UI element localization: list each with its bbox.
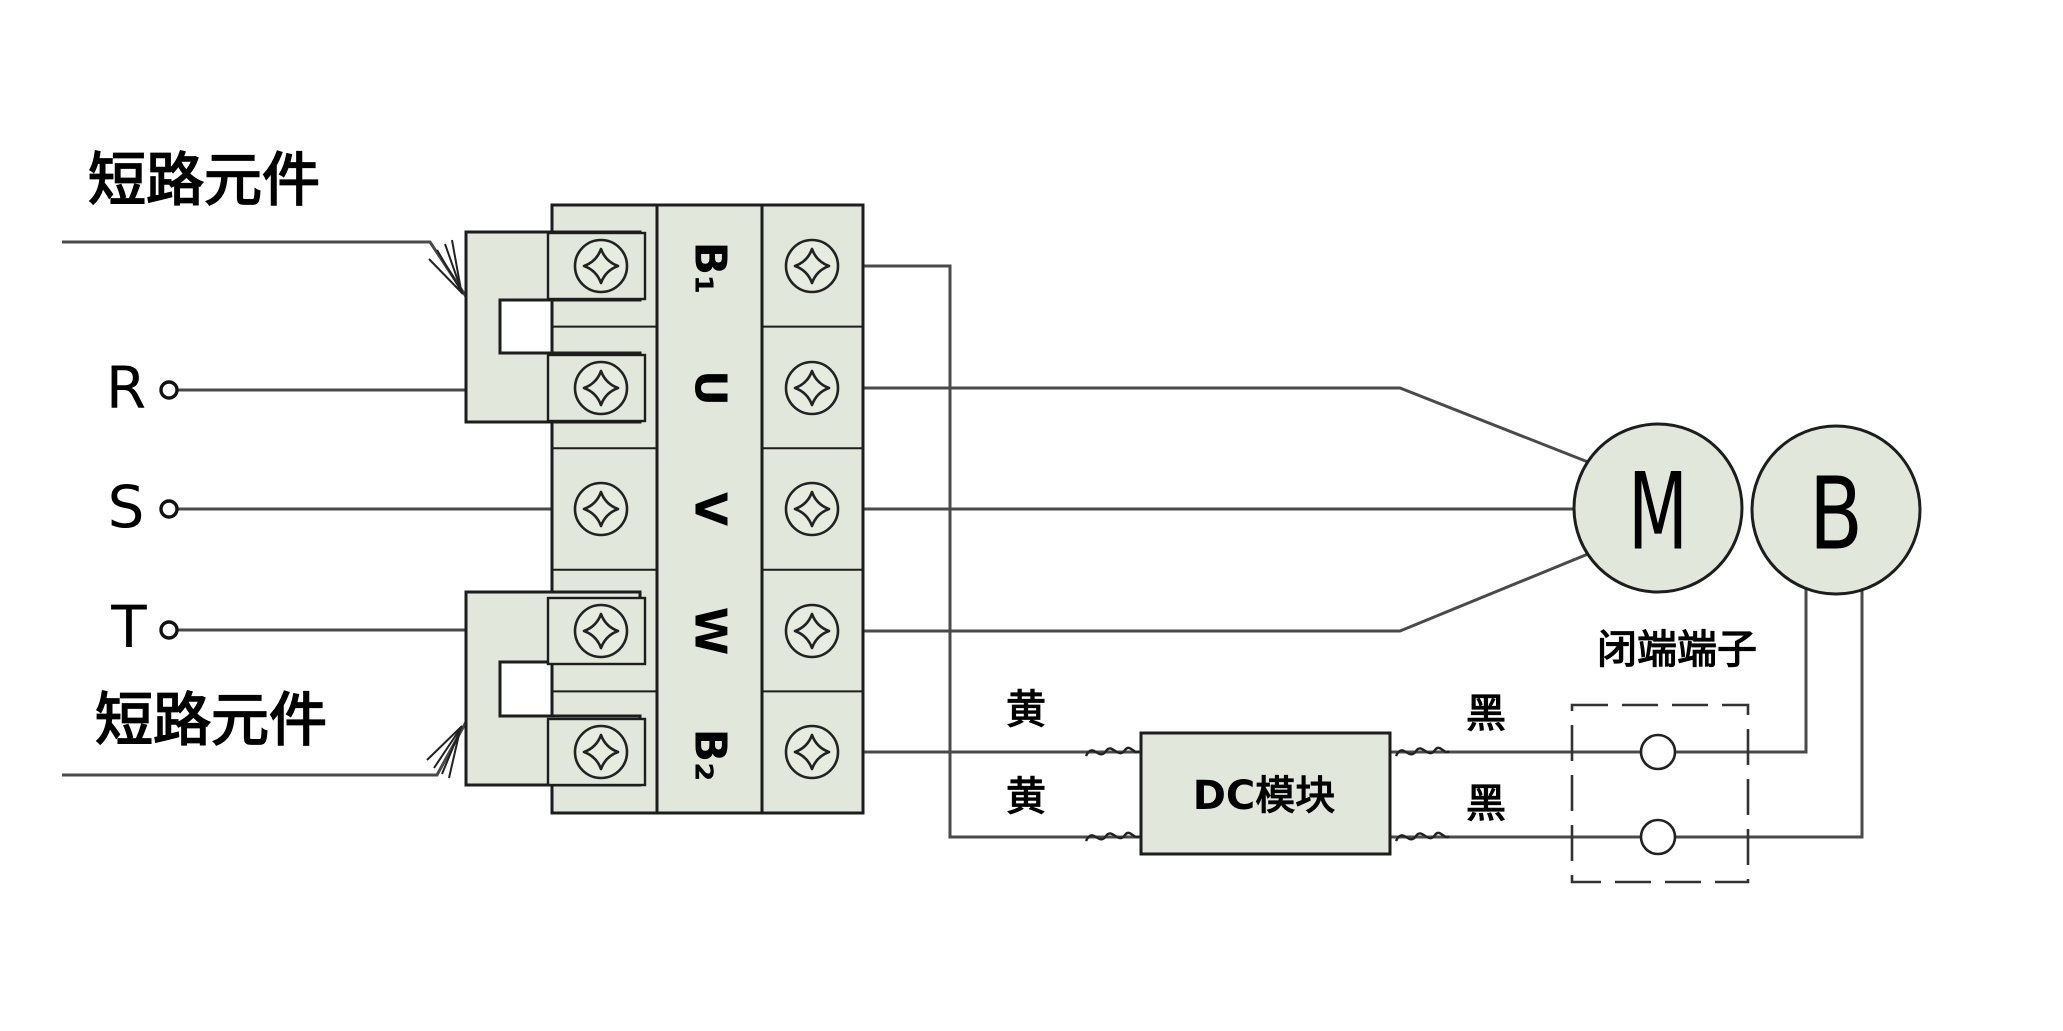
terminal-label-v: V: [685, 492, 736, 526]
wire-break-mark: [1394, 831, 1450, 842]
phase-terminal-dot-r: [159, 380, 179, 400]
wire-hatch-top: [428, 239, 464, 295]
phase-label-s: S: [108, 473, 145, 541]
closed-end-terminal-label: 闭端端子: [1597, 627, 1757, 673]
wire-top-left-lead: [62, 240, 469, 299]
motor-circle: [1572, 422, 1744, 594]
screw-icon: [573, 481, 629, 537]
screw-icon: [784, 481, 840, 537]
dc-module-box: [1139, 731, 1392, 856]
screw-icon: [573, 238, 629, 294]
short-circuit-label-top: 短路元件: [88, 146, 320, 214]
short-circuit-label-bottom: 短路元件: [95, 686, 327, 754]
row-dividers: [552, 325, 863, 693]
terminal-block-right-column: [760, 203, 865, 815]
wire-dc-to-brake-1: [1390, 586, 1808, 754]
wires: [62, 239, 1864, 842]
closed-end-terminal-circle-bottom: [1639, 818, 1677, 856]
terminal-label-b2: B₂: [685, 729, 736, 782]
wire-color-label-yellow-1: 黄: [1006, 687, 1046, 733]
wire-hatch-bottom: [426, 725, 463, 779]
screw-icon: [784, 724, 840, 780]
wire-w-to-motor: [837, 552, 1589, 633]
wire-color-label-black-2: 黑: [1466, 781, 1506, 827]
terminal-label-b1: B₁: [685, 242, 736, 295]
screw-icon: [573, 603, 629, 659]
terminal-label-w: W: [685, 607, 736, 656]
wire-break-mark: [1084, 831, 1140, 842]
screw-icon: [573, 724, 629, 780]
wire-b1-to-dc: [837, 264, 1141, 839]
dc-module-label: DC模块: [1193, 773, 1336, 819]
terminal-block-label-strip: [655, 203, 764, 815]
screw-icon: [784, 360, 840, 416]
wire-break-mark: [1084, 746, 1140, 757]
phase-inputs: R S T: [106, 354, 179, 661]
wire-break-mark: [1394, 746, 1450, 757]
phase-label-t: T: [110, 593, 147, 661]
terminal-block: B₁ U V W B₂: [464, 203, 865, 815]
wire-color-label-yellow-2: 黄: [1006, 774, 1046, 820]
wire-color-label-black-1: 黑: [1466, 691, 1506, 737]
phase-terminal-dot-s: [159, 499, 179, 519]
screw-icon: [784, 238, 840, 294]
screw-icon: [573, 360, 629, 416]
phase-terminal-dot-t: [159, 620, 179, 640]
brake-label: B: [1809, 456, 1863, 573]
closed-end-terminal-circle-top: [1639, 733, 1677, 771]
brake-circle: [1750, 424, 1922, 596]
closed-end-terminal-box: [1570, 703, 1750, 884]
terminal-label-u: U: [685, 370, 736, 406]
screw-icon: [784, 603, 840, 659]
motor-label: M: [1628, 451, 1688, 574]
wire-dc-to-brake-2: [1390, 588, 1864, 839]
phase-label-r: R: [106, 354, 146, 422]
wire-u-to-motor: [837, 386, 1589, 464]
closed-end-terminal: [1570, 703, 1750, 884]
